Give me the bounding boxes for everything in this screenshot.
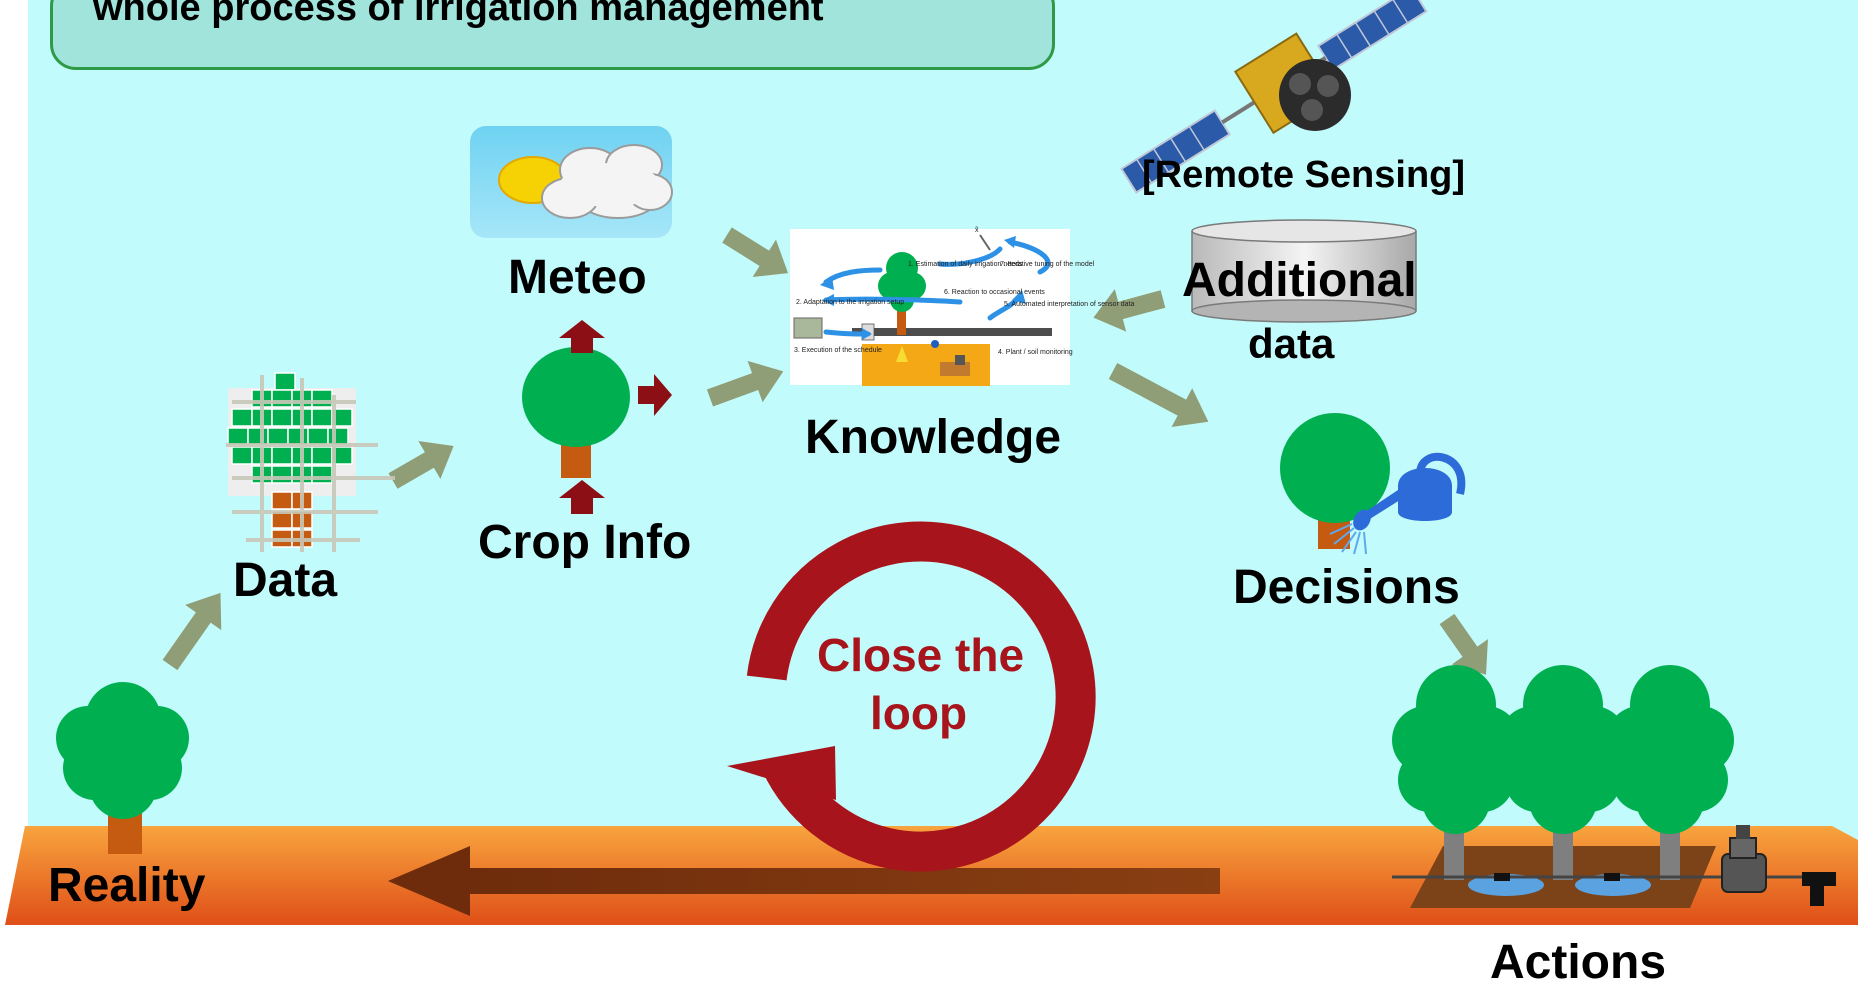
- knowledge-step-2: 2. Adaptation to the irrigation setup: [796, 299, 904, 306]
- label-additional-data: data: [1248, 320, 1335, 367]
- knowledge-diagram: x̃ 1. Estimation of daily irrigation nee…: [790, 227, 1134, 386]
- arrow-data-to-crop: [388, 440, 454, 489]
- data-grid-icon: [226, 372, 395, 552]
- label-reality: Reality: [48, 859, 206, 912]
- loop-text-line1: Close the: [817, 629, 1025, 681]
- title-box: whole process of irrigation management: [50, 0, 1055, 70]
- label-decisions: Decisions: [1233, 561, 1460, 614]
- loop-text-line2: loop: [870, 687, 968, 739]
- meteo-weather-icon: [470, 126, 673, 238]
- knowledge-step-5: 5. Automated interpretation of sensor da…: [1004, 301, 1134, 308]
- svg-text:x̃: x̃: [975, 227, 979, 234]
- label-crop-info: Crop Info: [478, 516, 692, 569]
- label-knowledge: Knowledge: [805, 411, 1062, 464]
- arrow-decisions-to-actions: [1439, 613, 1488, 675]
- label-remote-sensing: [Remote Sensing]: [1142, 154, 1466, 196]
- arrow-additional-to-knowledge: [1093, 289, 1166, 332]
- knowledge-step-7: 7. Iterative tuning of the model: [1000, 261, 1095, 268]
- knowledge-step-1: 1. Estimation of daily irrigation needs: [908, 261, 1023, 268]
- database-cylinder-icon: [1191, 219, 1417, 323]
- process-arrows: [162, 227, 1488, 675]
- reality-tree-icon: [56, 682, 189, 854]
- label-data: Data: [233, 554, 338, 607]
- label-meteo: Meteo: [508, 251, 647, 304]
- actions-field-icon: [1392, 665, 1836, 908]
- arrow-meteo-to-knowledge: [722, 227, 789, 277]
- crop-info-icon: [522, 320, 672, 514]
- satellite-icon: [1120, 0, 1428, 194]
- decisions-icon: [1280, 413, 1466, 555]
- page-title: whole process of irrigation management: [93, 0, 824, 29]
- label-additional: Additional: [1182, 254, 1417, 307]
- close-loop-arrow: [727, 521, 1096, 872]
- knowledge-step-4: 4. Plant / soil monitoring: [998, 349, 1073, 356]
- knowledge-step-6: 6. Reaction to occasional events: [944, 289, 1045, 296]
- arrow-knowledge-to-decisions: [1108, 363, 1209, 428]
- arrow-crop-to-knowledge: [706, 360, 784, 407]
- flow-arrow-left: [388, 846, 1220, 916]
- label-actions: Actions: [1490, 936, 1667, 989]
- knowledge-step-3: 3. Execution of the schedule: [794, 347, 882, 354]
- arrow-reality-to-data: [162, 592, 222, 671]
